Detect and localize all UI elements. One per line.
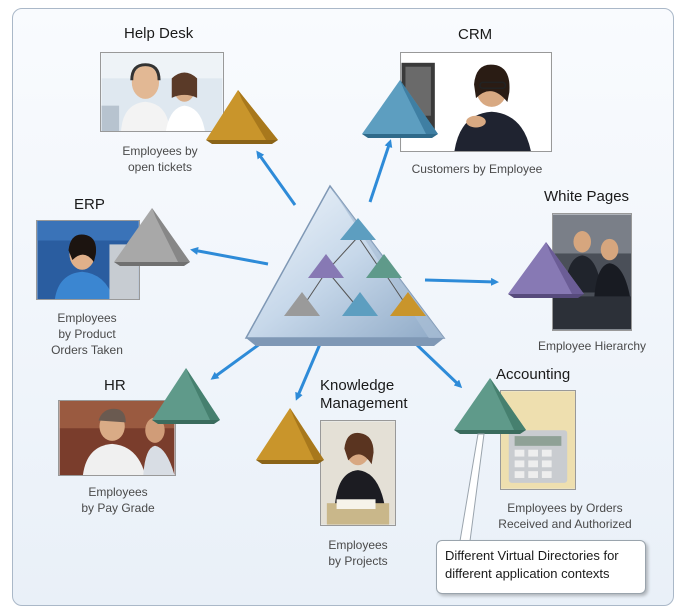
arrow-to-crm <box>368 139 393 203</box>
crm-photo <box>400 52 552 152</box>
crm-pyramid <box>360 78 440 138</box>
crm-caption-line-1: Customers by Employee <box>411 162 543 176</box>
whitepages-caption: Employee Hierarchy <box>532 338 652 354</box>
erp-caption-line-1: Employees <box>57 311 117 325</box>
helpdesk-title: Help Desk <box>124 25 194 42</box>
callout-line-2: different application contexts <box>445 566 610 581</box>
helpdesk-pyramid <box>204 88 280 144</box>
hr-caption: Employees by Pay Grade <box>68 484 168 516</box>
arrow-to-whitepages <box>424 277 499 286</box>
callout-pointer <box>459 433 485 542</box>
hr-photo <box>58 400 176 476</box>
arrow-to-accounting <box>414 342 463 389</box>
knowledge-caption-line-1: Employees <box>328 538 388 552</box>
whitepages-caption-line-1: Employee Hierarchy <box>537 339 647 353</box>
knowledge-title-line-1: Knowledge <box>320 377 395 394</box>
hr-caption-line-1: Employees <box>88 485 148 499</box>
mini-pyramid-purple <box>308 254 344 278</box>
hr-title: HR <box>104 377 126 394</box>
callout-line-1: Different Virtual Directories for <box>445 548 619 563</box>
knowledge-title-line-2: Management <box>320 395 408 412</box>
whitepages-pyramid <box>506 240 586 298</box>
accounting-caption: Employees by Orders Received and Authori… <box>490 500 640 532</box>
erp-caption-line-2: by Product <box>58 327 116 341</box>
crm-caption: Customers by Employee <box>402 161 552 177</box>
helpdesk-caption-line-2: open tickets <box>127 160 193 174</box>
crm-title: CRM <box>458 26 493 43</box>
helpdesk-caption: Employees by open tickets <box>110 143 210 175</box>
mini-pyramid-green <box>366 254 402 278</box>
accounting-pyramid <box>452 376 528 434</box>
whitepages-title: White Pages <box>544 188 630 205</box>
hr-pyramid <box>150 366 222 424</box>
mini-pyramid-gray <box>284 292 320 316</box>
accounting-caption-line-2: Received and Authorized <box>498 517 632 531</box>
erp-caption: Employees by Product Orders Taken <box>42 310 132 358</box>
whitepages-photo <box>552 213 632 331</box>
accounting-photo <box>500 390 576 490</box>
knowledge-title: Knowledge Management <box>320 377 408 413</box>
arrow-to-erp <box>190 246 269 266</box>
arrow-to-knowledge <box>295 343 322 401</box>
accounting-caption-line-1: Employees by Orders <box>507 501 623 515</box>
arrow-to-helpdesk <box>256 150 297 206</box>
accounting-title: Accounting <box>496 366 571 383</box>
hr-caption-line-2: by Pay Grade <box>81 501 155 515</box>
callout-box: Different Virtual Directories for differ… <box>436 540 646 594</box>
mini-pyramid-blue <box>342 292 378 316</box>
erp-photo <box>36 220 140 300</box>
mini-pyramid-blue-top <box>340 218 376 240</box>
erp-pyramid <box>112 206 192 266</box>
helpdesk-caption-line-1: Employees by <box>122 144 198 158</box>
knowledge-caption-line-2: by Projects <box>328 554 388 568</box>
mini-pyramid-gold <box>390 292 426 316</box>
knowledge-photo <box>320 420 396 526</box>
erp-caption-line-3: Orders Taken <box>51 343 123 357</box>
central-directory-pyramid <box>238 180 450 348</box>
erp-title: ERP <box>74 196 105 213</box>
helpdesk-photo <box>100 52 224 132</box>
knowledge-caption: Employees by Projects <box>308 537 408 569</box>
knowledge-pyramid <box>254 406 326 464</box>
